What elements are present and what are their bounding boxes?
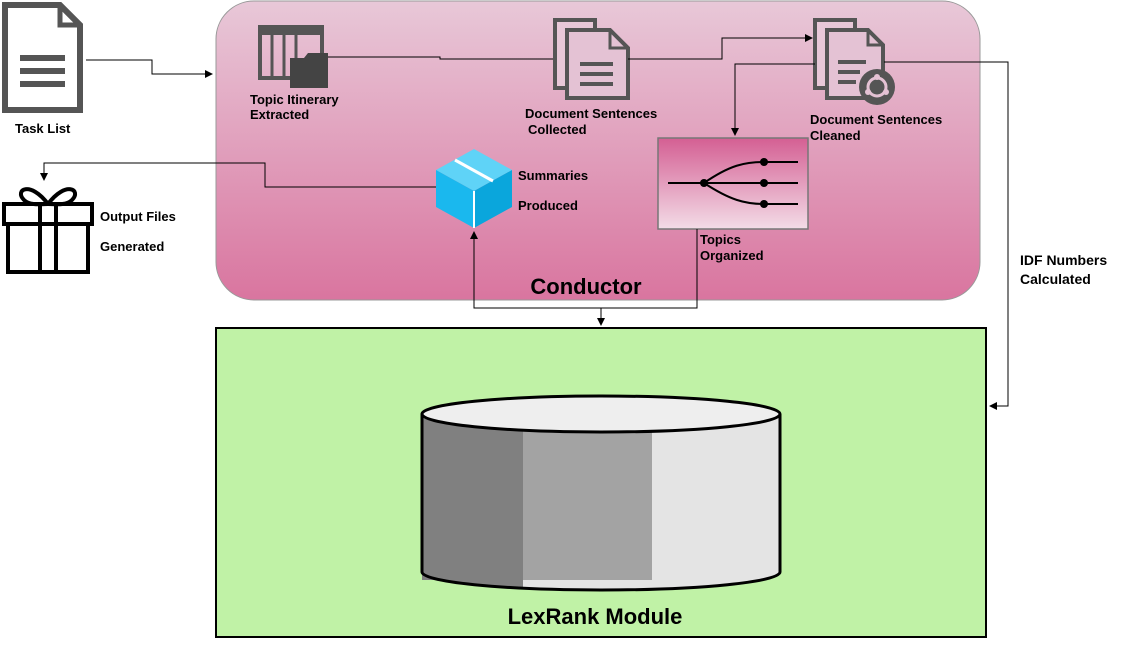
database-cylinder-icon (420, 394, 782, 592)
edge-lexrank-to-summaries (470, 231, 601, 309)
edge-task-to-conductor (86, 59, 213, 78)
topic-itinerary-label-2: Extracted (250, 107, 309, 122)
documents-icon (553, 18, 630, 100)
table-folder-icon (258, 25, 328, 88)
doc-cleaned-label-2: Cleaned (810, 128, 861, 143)
edge-cleaned-to-topics (731, 63, 815, 136)
branch-icon (657, 137, 809, 230)
gift-icon (2, 187, 94, 274)
task-list-label: Task List (15, 121, 71, 136)
document-icon (2, 2, 83, 113)
cube-icon (436, 149, 512, 228)
output-files-label-1: Output Files (100, 209, 176, 224)
doc-collected-label-2: Collected (528, 122, 587, 137)
edge-topics-to-lexrank (597, 229, 698, 326)
edge-itinerary-to-collected (328, 56, 553, 60)
edge-collected-to-cleaned (628, 34, 813, 60)
edge-summaries-to-output (40, 162, 436, 188)
doc-cleaned-label-1: Document Sentences (810, 112, 942, 127)
output-files-label-2: Generated (100, 239, 164, 254)
doc-collected-label-1: Document Sentences (525, 106, 657, 121)
topics-organized-label-2: Organized (700, 248, 764, 263)
summaries-label-2: Produced (518, 198, 578, 213)
documents-gear-icon (813, 18, 895, 105)
conductor-title: Conductor (530, 274, 642, 299)
topics-organized-label-1: Topics (700, 232, 741, 247)
summaries-label-1: Summaries (518, 168, 588, 183)
edge-cleaned-to-lexrank (884, 61, 1009, 410)
idf-label-1: IDF Numbers (1020, 252, 1107, 268)
lexrank-title: LexRank Module (508, 604, 683, 629)
topic-itinerary-label-1: Topic Itinerary (250, 92, 339, 107)
idf-label-2: Calculated (1020, 271, 1091, 287)
